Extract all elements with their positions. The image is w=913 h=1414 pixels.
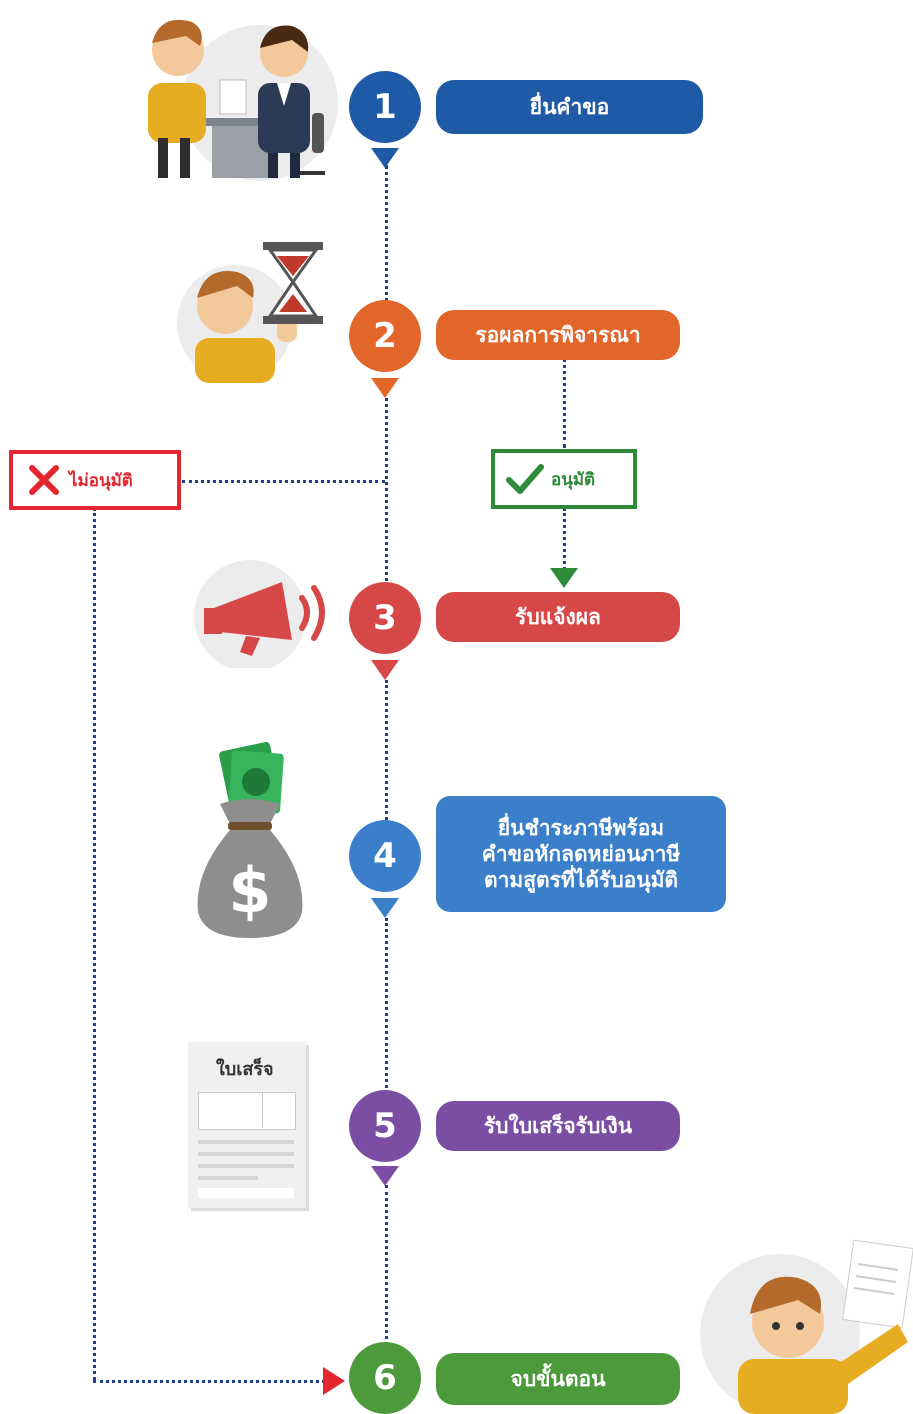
step-4-label-box: ยื่นชำระภาษีพร้อม คำขอหักลดหย่อนภาษี ตาม… [436,796,726,912]
receipt-illustration: ใบเสร็จ [188,1042,306,1208]
step-3-arrow [371,660,399,680]
submit-request-illustration [148,19,338,181]
rejected-connector-h [182,480,385,483]
step-3-label-box: รับแจ้งผล [436,592,680,642]
approved-arrow [550,568,578,588]
hourglass-waiting-illustration [177,242,323,383]
approved-connector-bottom [563,508,566,570]
approved-box: อนุมัติ [491,449,637,509]
rejected-label: ไม่อนุมัติ [69,470,133,491]
step-3-number: 3 [373,598,397,638]
step-1-label-box: ยื่นคำขอ [436,80,703,134]
step-3-circle: 3 [349,582,421,654]
step-6-number: 6 [373,1358,397,1398]
connector-5-6 [385,1185,388,1345]
cross-icon [29,465,59,495]
connector-4-5 [385,918,388,1088]
step-4-label-line-2: คำขอหักลดหย่อนภาษี [481,841,681,866]
step-5-label: รับใบเสร็จรับเงิน [483,1113,633,1138]
step-1-label: ยื่นคำขอ [529,94,610,119]
receipt-title: ใบเสร็จ [216,1059,274,1080]
step-4-circle: 4 [349,820,421,892]
step-3-label: รับแจ้งผล [515,604,601,629]
step-6-circle: 6 [349,1342,421,1414]
approved-label: อนุมัติ [551,469,596,490]
step-6-label: จบขั้นตอน [510,1366,606,1391]
step-5-arrow [371,1166,399,1186]
step-5-number: 5 [373,1106,397,1146]
step-1-circle: 1 [349,71,421,143]
step-1-number: 1 [373,87,397,127]
svg-text:$: $ [228,854,271,927]
step-5-label-box: รับใบเสร็จรับเงิน [436,1101,680,1151]
megaphone-illustration [194,560,325,668]
step-2-number: 2 [373,316,397,356]
connector-3-4 [385,680,388,820]
completed-illustration [700,1239,913,1414]
rejected-box: ไม่อนุมัติ [9,450,181,510]
step-2-label-box: รอผลการพิจารณา [436,310,680,360]
rejected-arrow [323,1367,345,1395]
rejected-connector-bottom [93,1380,325,1383]
step-6-label-box: จบขั้นตอน [436,1353,680,1405]
connector-1-2 [385,165,388,315]
money-bag-illustration: $ [197,742,303,938]
step-2-arrow [371,378,399,398]
step-4-number: 4 [373,836,397,876]
approved-connector-top [563,358,566,448]
check-icon [506,464,544,494]
step-1-arrow [371,148,399,168]
step-5-circle: 5 [349,1090,421,1162]
connector-2-3 [385,398,388,593]
rejected-connector-down [93,508,96,1380]
step-2-circle: 2 [349,300,421,372]
step-4-label-line-3: ตามสูตรที่ได้รับอนุมัติ [483,868,679,893]
step-2-label: รอผลการพิจารณา [475,322,641,347]
step-4-label-line-1: ยื่นชำระภาษีพร้อม [497,815,665,840]
step-4-arrow [371,898,399,918]
